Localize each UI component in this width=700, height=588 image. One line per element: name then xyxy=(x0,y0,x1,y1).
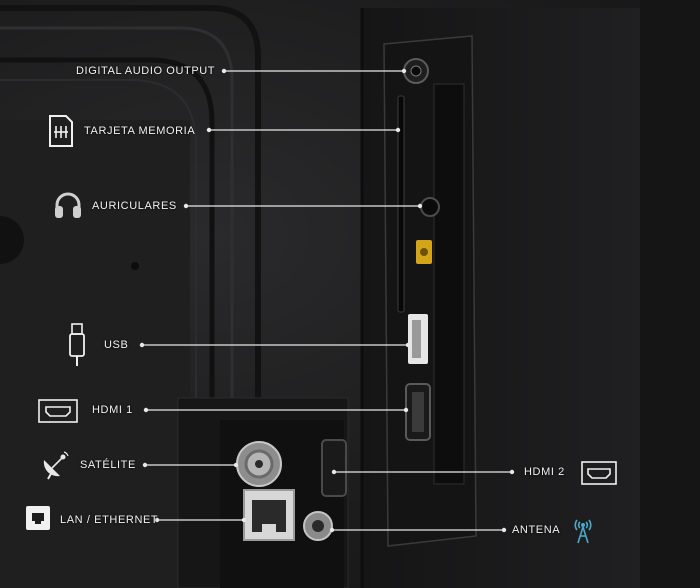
satellite-label: SATÉLITE xyxy=(80,459,136,471)
headphones-label: AURICULARES xyxy=(92,200,177,212)
hdmi1-label: HDMI 1 xyxy=(92,404,133,416)
memory-card-label: TARJETA MEMORIA xyxy=(84,125,196,137)
usb-label: USB xyxy=(104,339,129,351)
satellite-dish-icon xyxy=(40,450,70,480)
hdmi-icon xyxy=(581,461,617,485)
antenna-label: ANTENA xyxy=(512,524,561,536)
sd-card-icon xyxy=(46,112,76,150)
ethernet-icon xyxy=(26,506,50,530)
hdmi-icon xyxy=(38,399,78,423)
headphones-icon xyxy=(52,190,84,220)
usb-icon xyxy=(66,322,88,368)
antenna-icon xyxy=(572,514,594,544)
lan-ethernet-label: LAN / ETHERNET xyxy=(60,514,159,526)
hdmi2-label: HDMI 2 xyxy=(524,466,565,478)
digital-audio-output-label: DIGITAL AUDIO OUTPUT xyxy=(76,65,216,77)
